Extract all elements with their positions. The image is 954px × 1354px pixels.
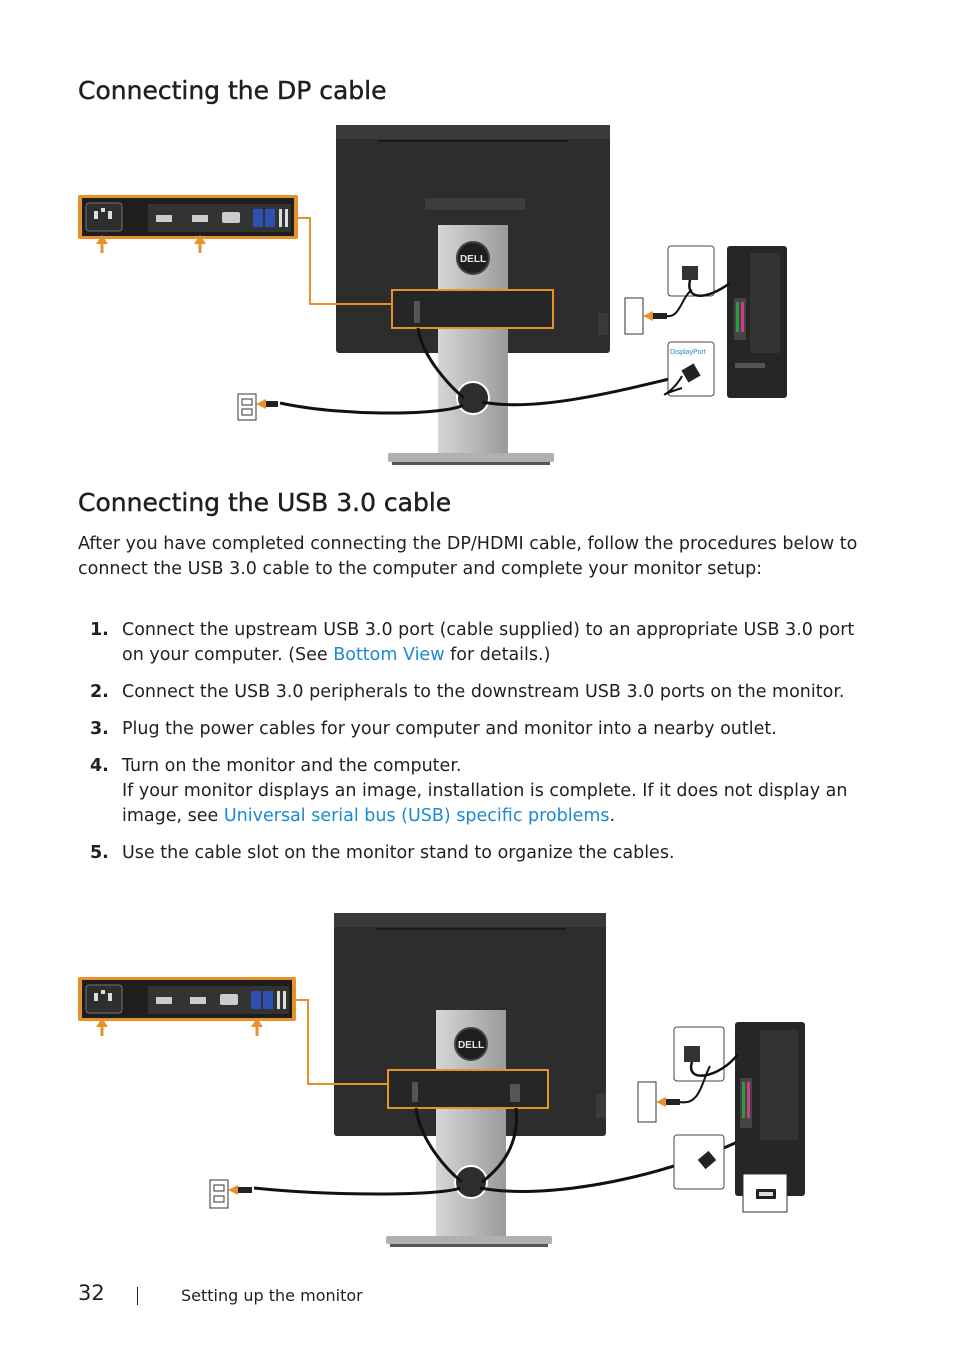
step-text: Use the cable slot on the monitor stand … bbox=[122, 843, 675, 863]
footer-divider bbox=[137, 1287, 138, 1305]
step-text-line1: Turn on the monitor and the computer. bbox=[122, 756, 462, 776]
usb-intro-paragraph: After you have completed connecting the … bbox=[78, 534, 858, 579]
page-number: 32 bbox=[78, 1281, 105, 1305]
usb-steps-list: 1. Connect the upstream USB 3.0 port (ca… bbox=[78, 618, 868, 878]
svg-text:DELL: DELL bbox=[458, 1040, 484, 1051]
step-number: 3. bbox=[90, 719, 109, 739]
step-number: 4. bbox=[90, 756, 109, 776]
wall-outlet-icon bbox=[209, 1179, 229, 1209]
footer-section-title: Setting up the monitor bbox=[181, 1286, 363, 1305]
stand-base bbox=[386, 1236, 552, 1244]
step-text-end: . bbox=[609, 806, 616, 826]
svg-text:DELL: DELL bbox=[460, 254, 486, 265]
bottom-view-link[interactable]: Bottom View bbox=[333, 645, 445, 665]
step-number: 1. bbox=[90, 620, 109, 640]
list-item: 5. Use the cable slot on the monitor sta… bbox=[78, 841, 868, 866]
list-item: 1. Connect the upstream USB 3.0 port (ca… bbox=[78, 618, 868, 668]
step-text: Connect the USB 3.0 peripherals to the d… bbox=[122, 682, 845, 702]
usb-cable-diagram: DELL bbox=[78, 913, 805, 1247]
step-text: Plug the power cables for your computer … bbox=[122, 719, 777, 739]
step-text: Connect the upstream USB 3.0 port (cable… bbox=[122, 620, 855, 665]
usb-problems-link[interactable]: Universal serial bus (USB) specific prob… bbox=[223, 806, 610, 826]
section-title-dp-cable: Connecting the DP cable bbox=[78, 76, 387, 105]
dell-logo-icon bbox=[454, 1027, 488, 1061]
step-number: 2. bbox=[90, 682, 109, 702]
step-text-end: for details.) bbox=[444, 645, 551, 665]
list-item: 3. Plug the power cables for your comput… bbox=[78, 717, 868, 742]
stand-base bbox=[388, 453, 554, 462]
wall-outlet-icon bbox=[237, 393, 257, 421]
dell-logo-icon bbox=[456, 241, 490, 275]
step-number: 5. bbox=[90, 843, 109, 863]
list-item: 2. Connect the USB 3.0 peripherals to th… bbox=[78, 680, 868, 705]
section-title-usb-cable: Connecting the USB 3.0 cable bbox=[78, 488, 452, 517]
dp-cable-diagram: DELL DisplayPort bbox=[78, 125, 787, 465]
displayport-label: DisplayPort bbox=[670, 349, 706, 356]
step-text: If your monitor displays an image, insta… bbox=[122, 781, 848, 826]
list-item: 4. Turn on the monitor and the computer.… bbox=[78, 754, 868, 829]
